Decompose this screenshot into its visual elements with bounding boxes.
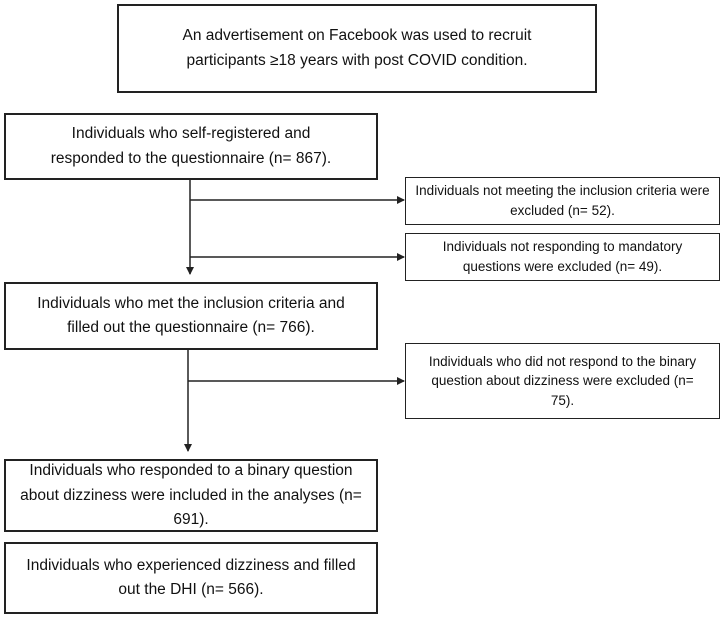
dhi-text: Individuals who experienced dizziness an… <box>26 556 356 598</box>
recruitment-box: An advertisement on Facebook was used to… <box>117 4 597 93</box>
binary-included-text: Individuals who responded to a binary qu… <box>20 462 362 528</box>
met-criteria-box: Individuals who met the inclusion criter… <box>4 282 378 350</box>
excluded-inclusion-box: Individuals not meeting the inclusion cr… <box>405 177 720 225</box>
excluded-binary-box: Individuals who did not respond to the b… <box>405 343 720 419</box>
excluded-mandatory-box: Individuals not responding to mandatory … <box>405 233 720 281</box>
excluded-binary-text: Individuals who did not respond to the b… <box>428 353 697 408</box>
recruitment-text: An advertisement on Facebook was used to… <box>182 27 532 69</box>
excluded-mandatory-text: Individuals not responding to mandatory … <box>442 239 683 274</box>
met-criteria-text: Individuals who met the inclusion criter… <box>37 294 345 336</box>
dhi-box: Individuals who experienced dizziness an… <box>4 542 378 614</box>
registered-box: Individuals who self-registered and resp… <box>4 113 378 180</box>
registered-text: Individuals who self-registered and resp… <box>50 125 332 167</box>
excluded-inclusion-text: Individuals not meeting the inclusion cr… <box>415 183 710 218</box>
binary-included-box: Individuals who responded to a binary qu… <box>4 459 378 532</box>
